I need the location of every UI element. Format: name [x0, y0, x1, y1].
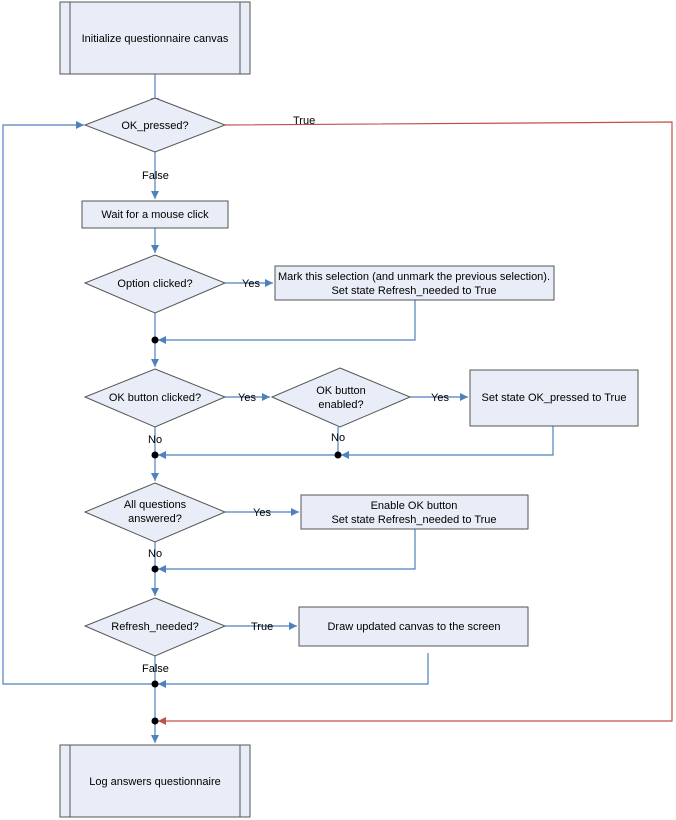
wait-click-label: Wait for a mouse click	[101, 209, 209, 221]
enable-ok-line2: Set state Refresh_needed to True	[331, 514, 496, 526]
end-process-node: Log answers questionnaire	[59, 744, 251, 818]
edge-ok-pressed-true	[158, 121, 673, 725]
edge-label-okbutton-no: No	[148, 434, 162, 446]
junction-dot	[151, 565, 159, 573]
edge-label-enabled-no: No	[331, 432, 345, 444]
edge-loop-back	[2, 121, 155, 685]
edge-label-refresh-true: True	[251, 621, 273, 633]
mark-selection-line2: Set state Refresh_needed to True	[331, 285, 496, 297]
ok-button-clicked-decision: OK button clicked?	[83, 368, 227, 428]
option-clicked-decision: Option clicked?	[83, 254, 227, 314]
enable-ok-line1: Enable OK button	[371, 500, 458, 512]
junction-dot	[151, 680, 159, 688]
all-answered-line2: answered?	[128, 513, 182, 525]
edge-enableok-return	[158, 529, 416, 573]
junction-dot	[151, 451, 159, 459]
junctions	[151, 336, 342, 725]
junction-dot	[151, 336, 159, 344]
edge-mark-return	[158, 300, 416, 344]
draw-canvas-label: Draw updated canvas to the screen	[327, 621, 500, 633]
edge-label-answered-yes: Yes	[253, 507, 271, 519]
edge-label-ok-true: True	[293, 115, 315, 127]
edge-draw-return	[158, 653, 429, 688]
ok-pressed-decision: OK_pressed?	[83, 97, 227, 153]
junction-dot	[334, 451, 342, 459]
edge-labels: True False Yes Yes Yes No No Yes No True…	[142, 115, 449, 675]
set-ok-pressed-node: Set state OK_pressed to True	[469, 369, 639, 427]
enable-ok-node: Enable OK button Set state Refresh_neede…	[300, 494, 529, 530]
all-answered-line1: All questions	[124, 499, 187, 511]
wait-click-node: Wait for a mouse click	[81, 200, 229, 229]
ok-button-clicked-label: OK button clicked?	[109, 392, 201, 404]
edge-label-answered-no: No	[148, 548, 162, 560]
ok-pressed-label: OK_pressed?	[121, 120, 188, 132]
option-clicked-label: Option clicked?	[117, 278, 192, 290]
edge-label-option-yes: Yes	[242, 278, 260, 290]
start-process-node: Initialize questionnaire canvas	[59, 1, 251, 75]
ok-enabled-line2: enabled?	[318, 399, 363, 411]
refresh-needed-decision: Refresh_needed?	[83, 597, 227, 657]
ok-enabled-line1: OK button	[316, 385, 366, 397]
mark-selection-line1: Mark this selection (and unmark the prev…	[278, 271, 550, 283]
start-label: Initialize questionnaire canvas	[82, 33, 229, 45]
mark-selection-node: Mark this selection (and unmark the prev…	[274, 265, 555, 301]
junction-dot	[151, 717, 159, 725]
set-ok-pressed-label: Set state OK_pressed to True	[482, 392, 627, 404]
edge-setok-return	[341, 426, 554, 459]
edge-label-refresh-false: False	[142, 663, 169, 675]
edge-label-okbutton-yes: Yes	[238, 392, 256, 404]
refresh-needed-label: Refresh_needed?	[111, 621, 198, 633]
end-label: Log answers questionnaire	[89, 776, 220, 788]
all-answered-decision: All questions answered?	[83, 482, 227, 543]
ok-enabled-decision: OK button enabled?	[270, 367, 412, 428]
edge-label-ok-false: False	[142, 170, 169, 182]
edge-label-enabled-yes: Yes	[431, 392, 449, 404]
draw-canvas-node: Draw updated canvas to the screen	[298, 606, 529, 647]
connectors	[2, 74, 673, 743]
